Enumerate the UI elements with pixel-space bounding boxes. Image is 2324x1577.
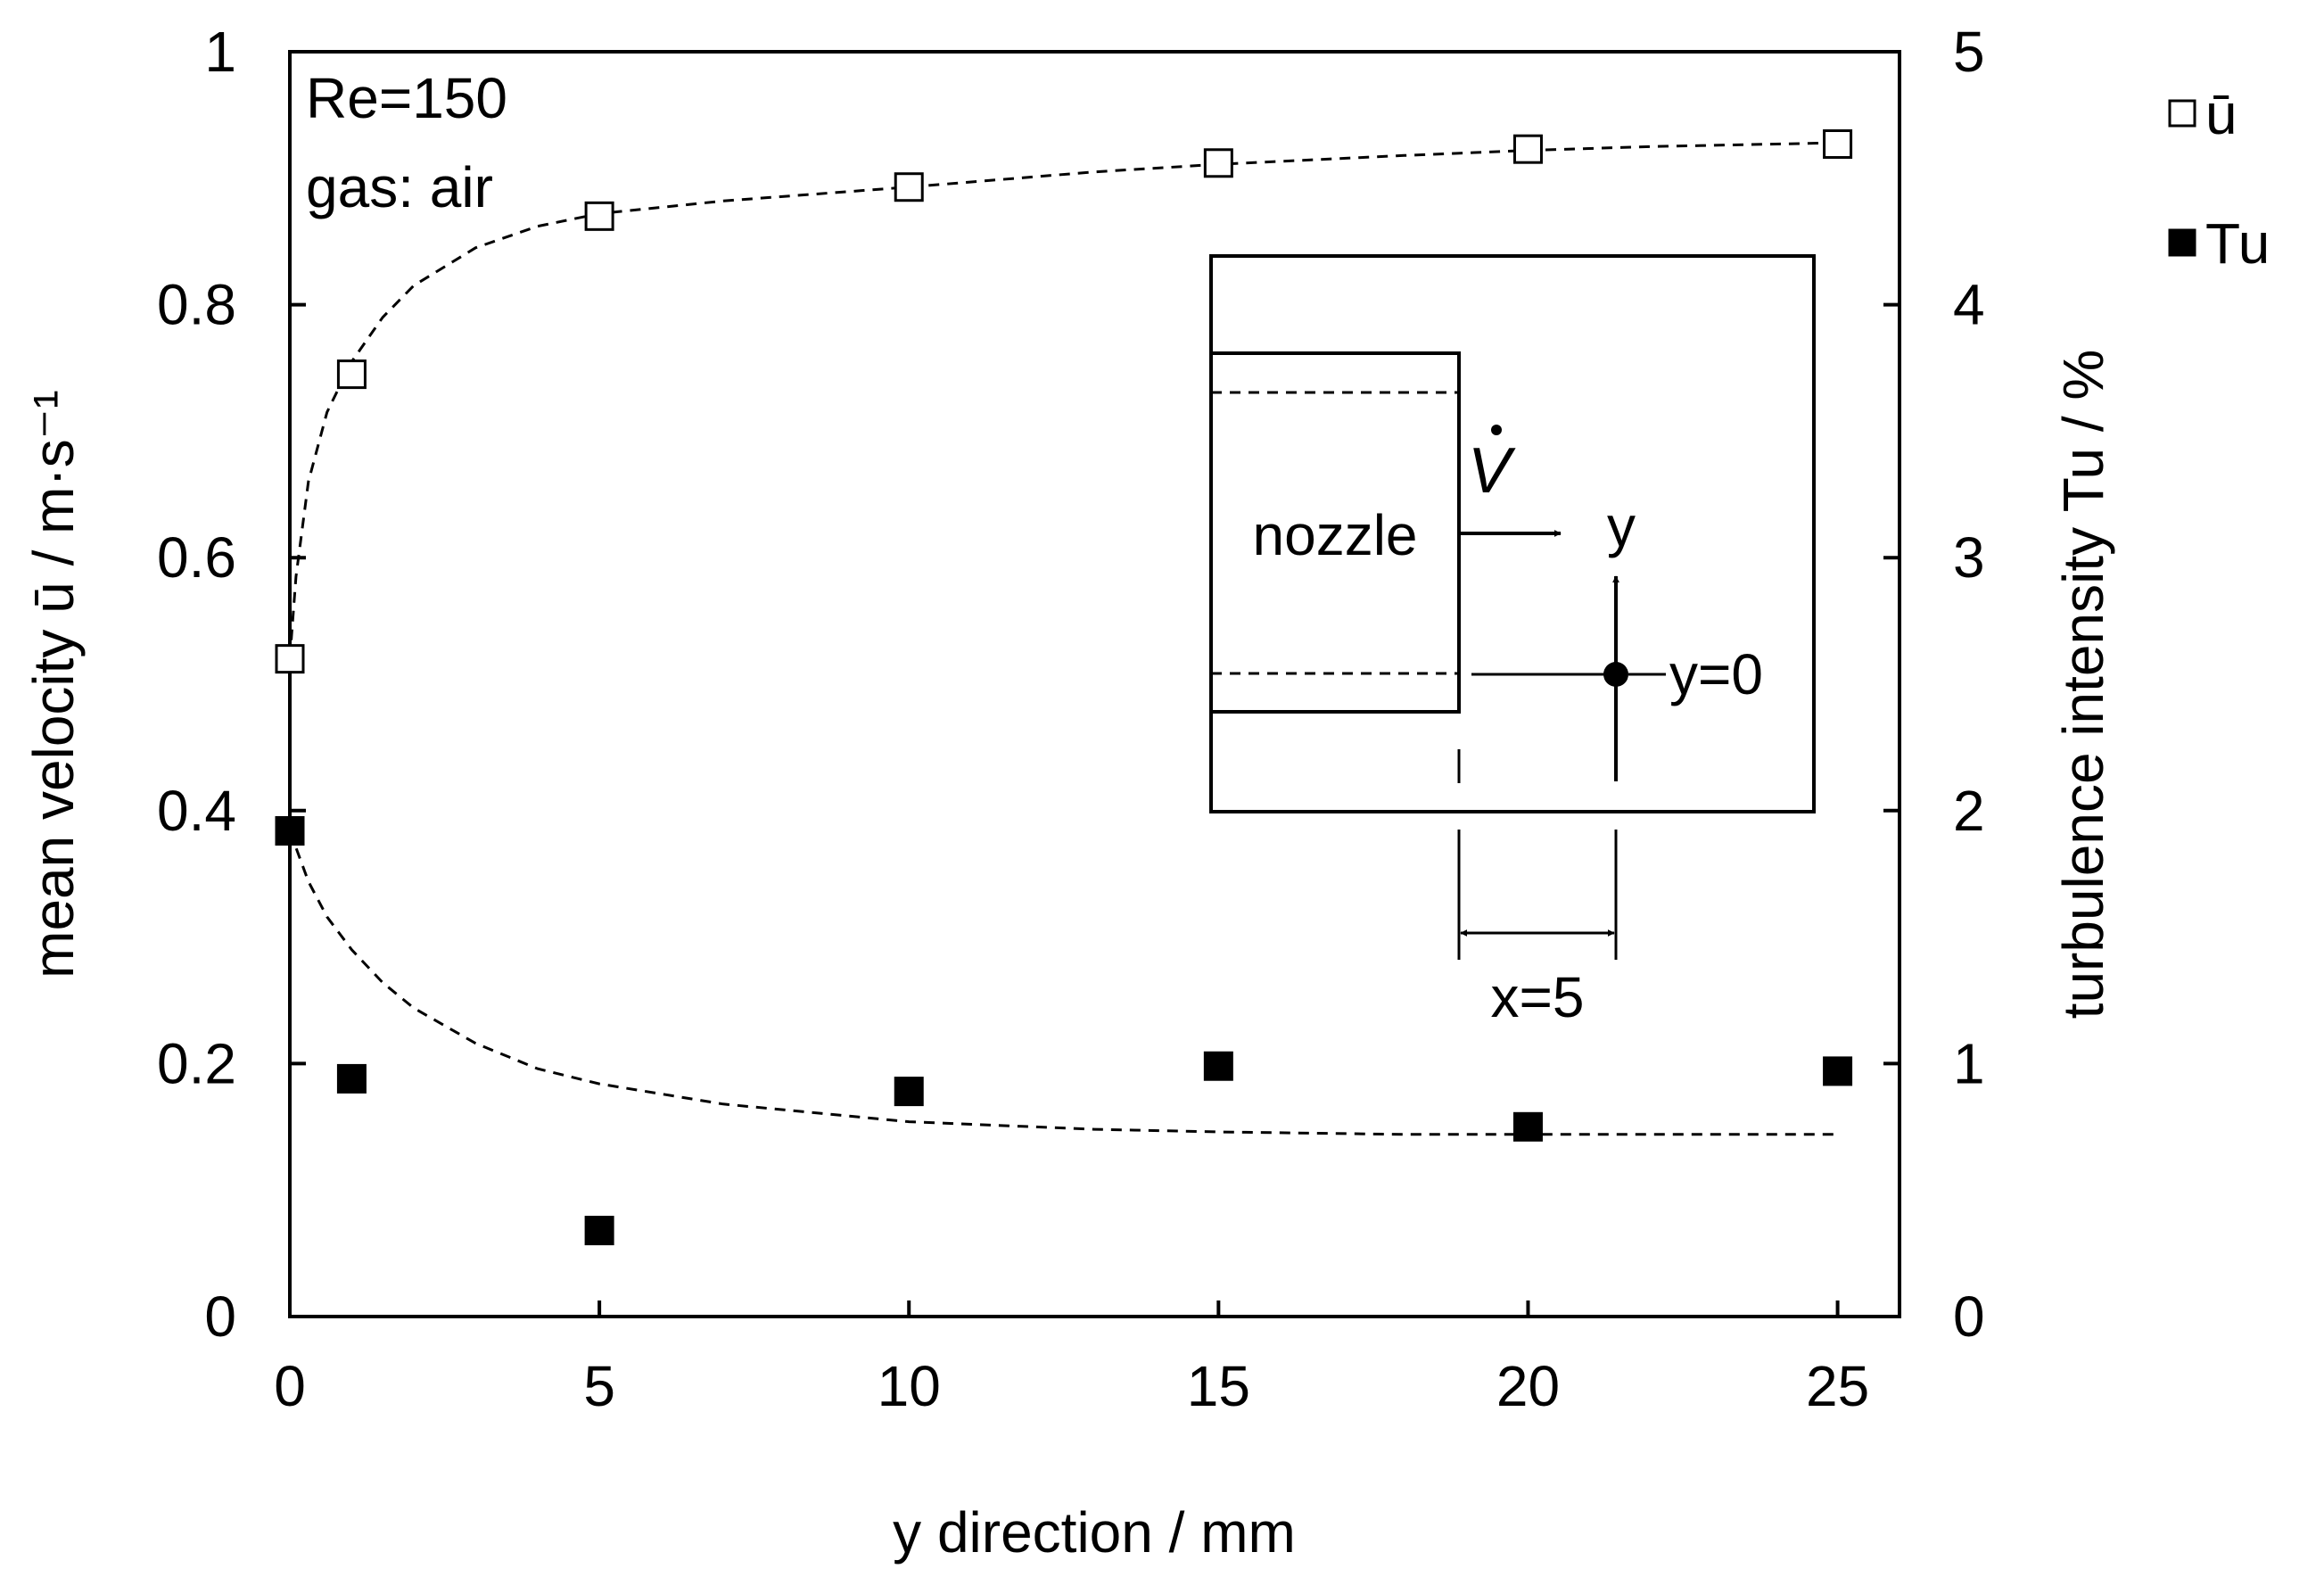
x-tick-label: 0 [274, 1354, 306, 1418]
gas-annotation: gas: air [306, 155, 493, 219]
y-axis-label: y [1607, 494, 1636, 558]
distance-label: x=5 [1491, 965, 1585, 1029]
legend-label-tu: Tu [2205, 211, 2270, 276]
y2-tick-label: 0 [1953, 1284, 1985, 1349]
x-tick-label: 5 [583, 1354, 615, 1418]
legend-marker-tu [2168, 228, 2196, 257]
flow-rate-dot [1491, 425, 1502, 435]
flow-rate-symbol: V [1468, 435, 1516, 507]
u-point [1823, 129, 1853, 160]
origin-label: y=0 [1669, 642, 1763, 706]
u-point [1512, 134, 1543, 164]
x-tick-label: 15 [1187, 1354, 1250, 1418]
y2-tick-label: 1 [1953, 1031, 1985, 1095]
y2-tick-label: 5 [1953, 20, 1985, 84]
legend-marker-u [2168, 99, 2196, 128]
reynolds-annotation: Re=150 [306, 66, 507, 130]
u-point [275, 644, 305, 674]
y-tick-label: 1 [204, 20, 236, 84]
x-tick-label: 10 [878, 1354, 941, 1418]
x-axis-title: y direction / mm [893, 1500, 1296, 1565]
y-tick-label: 0.4 [157, 779, 236, 843]
u-fit-curve [288, 141, 1838, 659]
right-y-axis-title: turbulence intensity Tu / % [2051, 350, 2115, 1020]
y2-tick-label: 3 [1953, 525, 1985, 590]
y-tick-label: 0.2 [157, 1031, 236, 1095]
u-point [894, 172, 924, 202]
x-tick-label: 20 [1496, 1354, 1560, 1418]
tu-point [1512, 1111, 1543, 1142]
y2-tick-label: 4 [1953, 273, 1985, 337]
u-point [1203, 148, 1233, 178]
nozzle-label: nozzle [1253, 503, 1418, 567]
y-tick-label: 0.8 [157, 273, 236, 337]
y-tick-label: 0 [204, 1284, 236, 1349]
legend: ū Tu [2168, 82, 2270, 276]
tu-point [275, 815, 305, 846]
tu-fit-curve [288, 830, 1838, 1136]
tu-series-markers [275, 815, 1853, 1246]
plot-frame [288, 50, 1901, 1318]
nozzle-schematic-inset: nozzle V y y=0 x=5 [1209, 254, 1816, 1029]
x-axis-ticks: 0 5 10 15 20 25 [274, 1300, 1869, 1418]
u-point [336, 359, 367, 390]
tu-point [1203, 1051, 1233, 1081]
tu-point [894, 1077, 924, 1107]
y-tick-label: 0.6 [157, 525, 236, 590]
tu-point [336, 1063, 367, 1094]
tu-point [1823, 1056, 1853, 1086]
left-y-axis-title: mean velocity ū / m·s⁻¹ [21, 390, 86, 978]
u-series-markers [275, 129, 1853, 674]
u-point [584, 201, 614, 231]
y2-tick-label: 2 [1953, 779, 1985, 843]
x-tick-label: 25 [1806, 1354, 1869, 1418]
legend-label-u: ū [2205, 82, 2237, 146]
origin-point [1603, 662, 1628, 687]
tu-point [584, 1216, 614, 1246]
right-y-axis-ticks: 0 1 2 3 4 5 [1883, 20, 1985, 1349]
left-y-axis-ticks: 0 0.2 0.4 0.6 0.8 1 [157, 20, 306, 1349]
